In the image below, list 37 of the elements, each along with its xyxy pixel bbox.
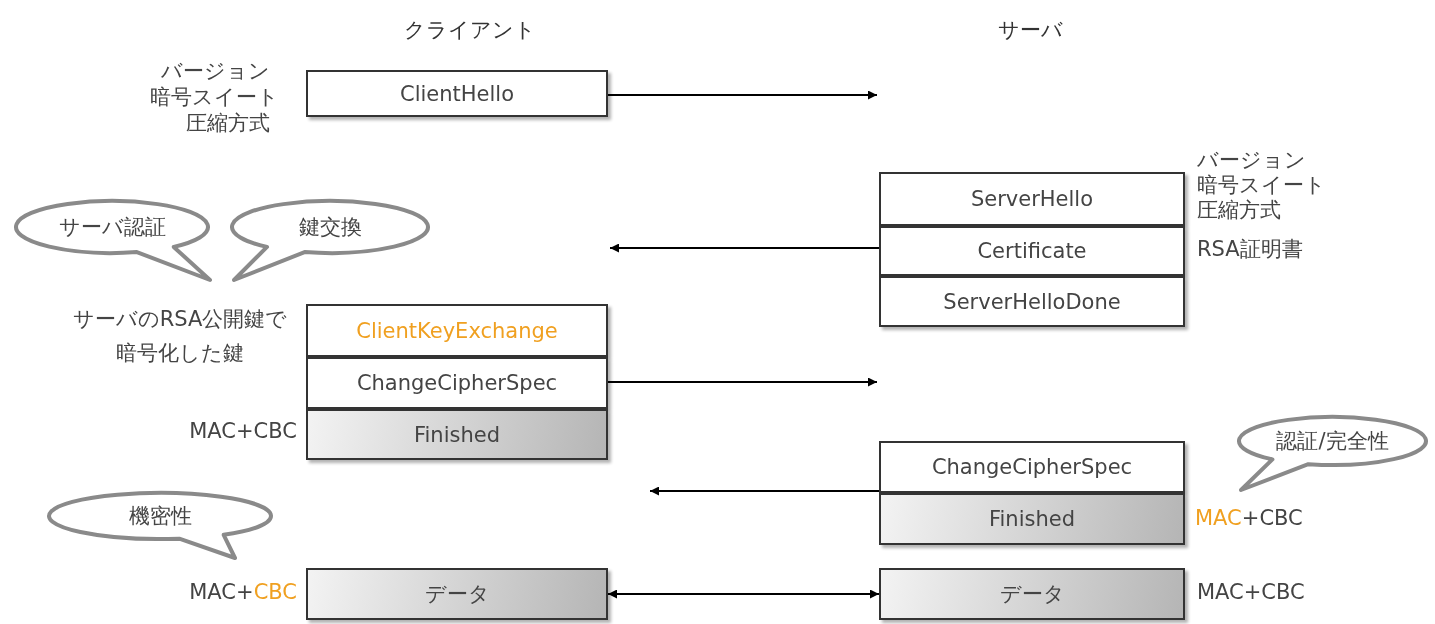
message-box: ServerHello [879, 172, 1185, 226]
message-box: ClientHello [306, 70, 608, 117]
annotation-text: MAC+CBC [1195, 505, 1304, 531]
annotation-text: 圧縮方式 [185, 110, 270, 136]
bubble-text: 鍵交換 [297, 214, 363, 241]
message-box: Certificate [879, 226, 1185, 276]
message-box: データ [879, 568, 1185, 620]
arrow [607, 377, 878, 387]
annotation-text: バージョン [1197, 147, 1307, 173]
arrow [607, 589, 880, 599]
speech-bubble [1235, 412, 1430, 494]
annotation-text: MAC+CBC [1197, 579, 1306, 605]
message-box: ChangeCipherSpec [306, 357, 608, 409]
column-heading: サーバ [997, 17, 1063, 44]
message-box: ClientKeyExchange [306, 304, 608, 357]
annotation-text: 暗号スイート [1197, 172, 1327, 198]
annotation-text: MAC+CBC [188, 418, 297, 444]
message-box: ChangeCipherSpec [879, 441, 1185, 493]
message-box: Finished [306, 409, 608, 460]
arrow [649, 486, 880, 496]
bubble-text: 機密性 [127, 503, 193, 530]
message-box: データ [306, 568, 608, 620]
bubble-text: 認証/完全性 [1275, 428, 1390, 455]
speech-bubble [228, 196, 432, 284]
annotation-text: 圧縮方式 [1197, 197, 1282, 223]
arrow [609, 243, 880, 253]
speech-bubble [12, 196, 212, 284]
column-heading: クライアント [404, 17, 536, 44]
arrow [607, 90, 878, 100]
annotation-text: RSA証明書 [1197, 236, 1304, 262]
annotation-text: MAC+CBC [188, 579, 297, 605]
bubble-text: サーバ認証 [57, 214, 167, 241]
annotation-text: サーバのRSA公開鍵で暗号化した鍵 [71, 306, 289, 367]
message-box: Finished [879, 493, 1185, 545]
message-box: ServerHelloDone [879, 276, 1185, 327]
annotation-text: バージョン [160, 58, 270, 84]
speech-bubble [45, 488, 275, 562]
